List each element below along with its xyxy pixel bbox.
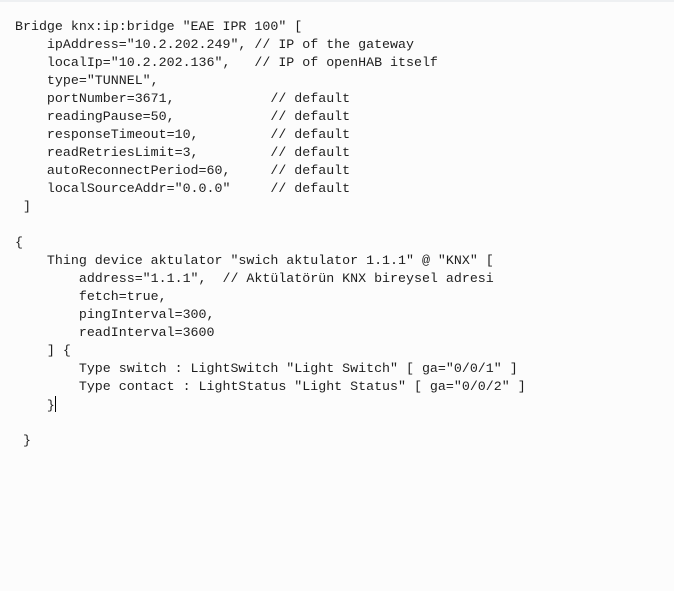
code-line: type="TUNNEL", [15,73,159,88]
code-line: readInterval=3600 [15,325,215,340]
code-line: { [15,235,23,250]
code-line: localIp="10.2.202.136", // IP of openHAB… [15,55,438,70]
code-line: pingInterval=300, [15,307,215,322]
top-border [0,0,674,2]
code-line-with-caret: } [15,396,674,414]
code-line: Type contact : LightStatus "Light Status… [15,379,526,394]
code-line: readingPause=50, // default [15,109,351,124]
code-line [15,414,674,432]
code-line: portNumber=3671, // default [15,91,351,106]
code-line: ] [15,199,31,214]
code-line [15,216,674,234]
code-line-text: } [15,398,55,413]
code-line: ipAddress="10.2.202.249", // IP of the g… [15,37,414,52]
code-line: Bridge knx:ip:bridge "EAE IPR 100" [ [15,19,303,34]
code-line: fetch=true, [15,289,167,304]
code-editor[interactable]: Bridge knx:ip:bridge "EAE IPR 100" [ ipA… [15,18,674,591]
code-line: ] { [15,343,71,358]
code-line: Type switch : LightSwitch "Light Switch"… [15,361,518,376]
code-line: address="1.1.1", // Aktülatörün KNX bire… [15,271,494,286]
code-line: localSourceAddr="0.0.0" // default [15,181,351,196]
code-line: Thing device aktulator "swich aktulator … [15,253,494,268]
code-line: autoReconnectPeriod=60, // default [15,163,351,178]
code-line: readRetriesLimit=3, // default [15,145,351,160]
text-caret [54,396,56,412]
code-line: responseTimeout=10, // default [15,127,351,142]
code-line: } [15,433,31,448]
